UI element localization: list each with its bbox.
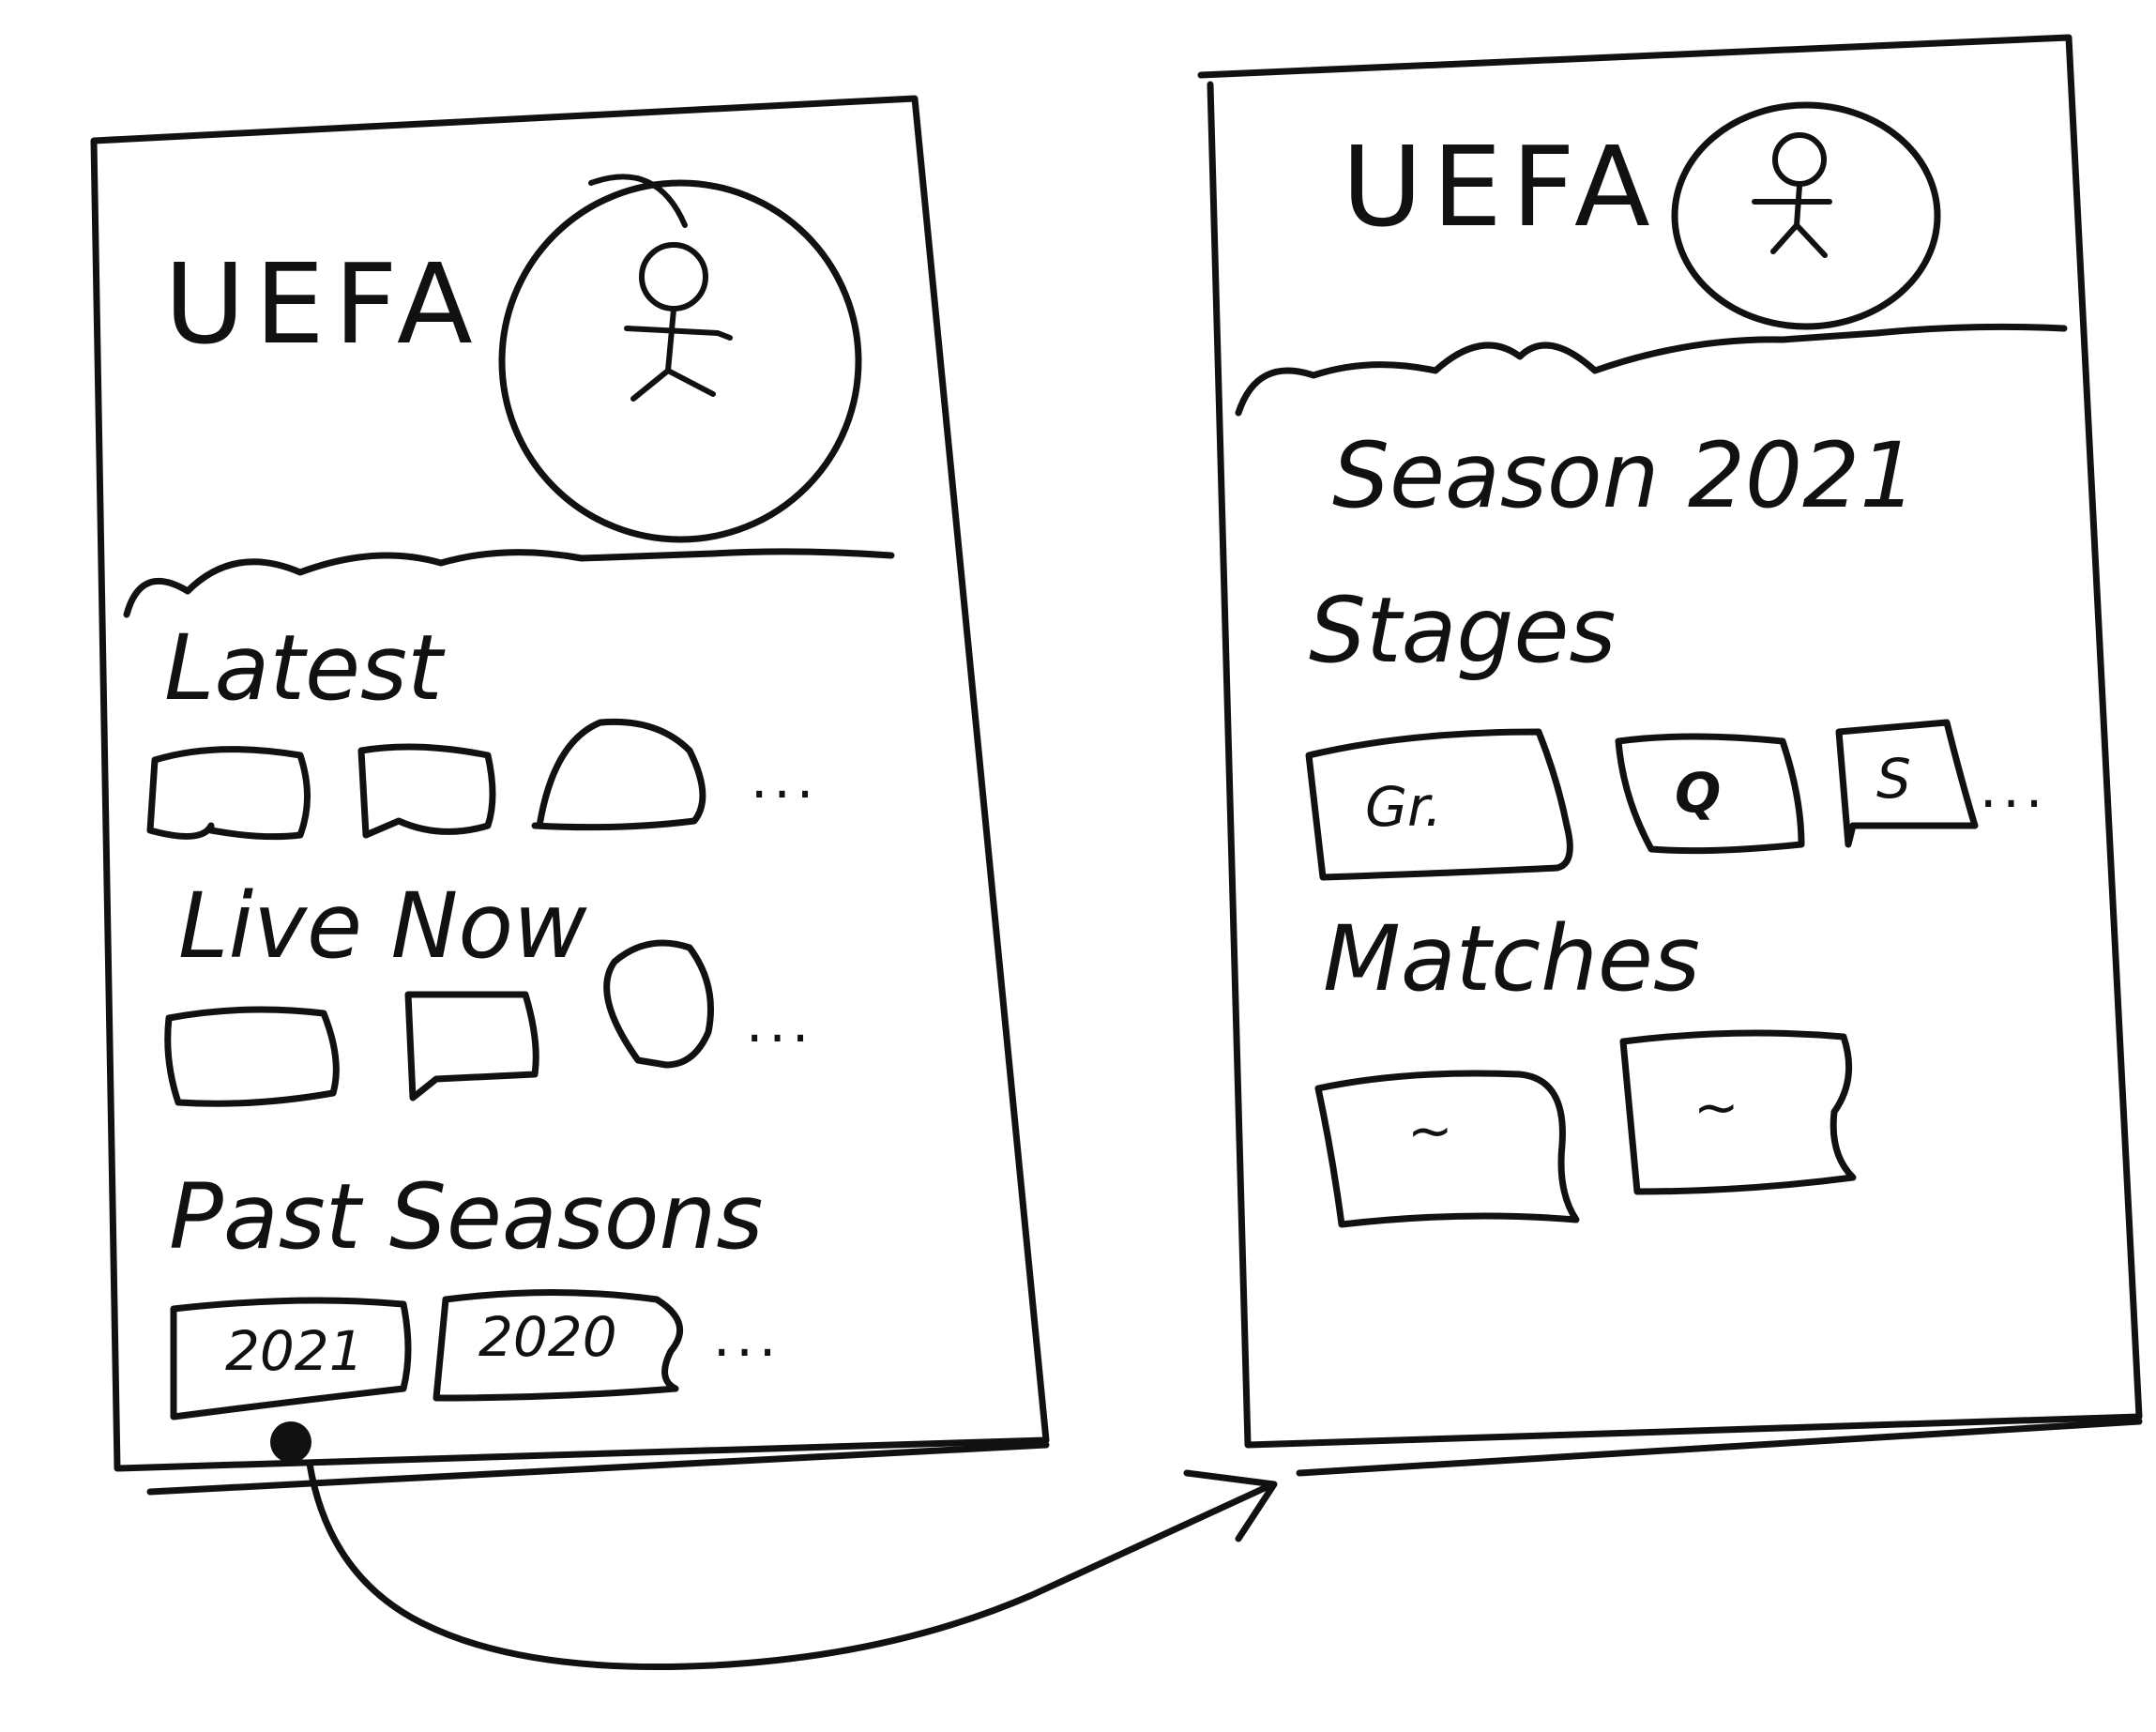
screen-season-detail: UEFA Season 2021 Stages Gr. Q S ... Matc… <box>1197 34 2143 1477</box>
user-icon <box>1752 132 1832 258</box>
svg-text:~: ~ <box>1693 1075 1739 1139</box>
header-divider-right <box>1235 323 2068 417</box>
match-tile[interactable]: ~ <box>1314 1070 1580 1228</box>
svg-text:S: S <box>1876 747 1911 811</box>
match-tile[interactable]: ~ <box>1619 1029 1857 1195</box>
phone-frame-left <box>90 95 1050 1472</box>
section-title-stages: Stages <box>1309 578 1616 683</box>
latest-more: ... <box>751 747 819 811</box>
profile-avatar-right[interactable] <box>1671 101 1941 330</box>
page-title: Season 2021 <box>1332 423 1917 528</box>
tap-indicator <box>270 1421 311 1463</box>
brand-logo-right: UEFA <box>1342 122 1660 251</box>
phone-frame-right-base <box>1296 1418 2143 1477</box>
tile[interactable] <box>603 939 714 1069</box>
past-season-tile-2020[interactable]: 2020 <box>433 1289 683 1402</box>
tile[interactable] <box>404 991 539 1101</box>
svg-text:2021: 2021 <box>225 1319 364 1383</box>
user-icon <box>624 242 733 402</box>
past-season-tile-2021[interactable]: 2021 <box>170 1297 412 1421</box>
past-seasons-more: ... <box>713 1305 782 1369</box>
stages-more: ... <box>1980 756 2048 820</box>
live-tiles <box>164 939 714 1107</box>
section-title-matches: Matches <box>1323 906 1700 1011</box>
tile[interactable] <box>531 718 706 831</box>
phone-frame-right <box>1197 34 2143 1449</box>
navigation-arrow <box>306 1460 1278 1671</box>
screen-home: UEFA Latest ... Live Now ... Past Seaso <box>90 95 1050 1496</box>
profile-avatar[interactable] <box>498 174 862 543</box>
stage-tile-group[interactable]: Gr. <box>1305 728 1573 881</box>
stage-tile-q[interactable]: Q <box>1615 733 1805 855</box>
tile[interactable] <box>146 746 311 841</box>
svg-text:Q: Q <box>1675 761 1721 825</box>
stage-tile-s[interactable]: S <box>1835 719 1979 848</box>
svg-text:2020: 2020 <box>478 1305 617 1369</box>
svg-text:~: ~ <box>1407 1099 1453 1162</box>
live-more: ... <box>746 991 814 1055</box>
svg-text:Gr.: Gr. <box>1365 775 1442 839</box>
header-divider <box>123 548 895 618</box>
latest-tiles <box>146 718 706 841</box>
tile[interactable] <box>164 1006 340 1107</box>
section-title-live-now: Live Now <box>178 874 587 979</box>
tile[interactable] <box>357 743 496 839</box>
section-title-past-seasons: Past Seasons <box>169 1164 763 1269</box>
brand-logo: UEFA <box>164 239 482 369</box>
section-title-latest: Latest <box>164 615 446 721</box>
phone-frame-left-base <box>146 1441 1050 1496</box>
